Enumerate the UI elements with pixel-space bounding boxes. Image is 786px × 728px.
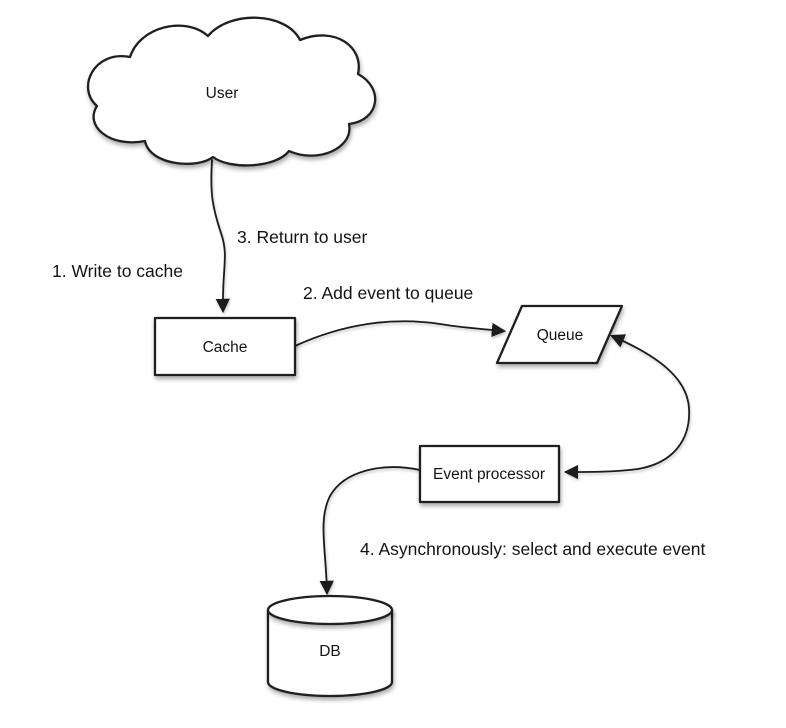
event-processor-label: Event processor — [433, 466, 545, 483]
step3-label: 3. Return to user — [237, 227, 368, 247]
db-label: DB — [319, 643, 341, 660]
cache-box-shape — [153, 316, 297, 377]
cloud-shape — [86, 16, 377, 167]
user-label: User — [206, 85, 239, 102]
db-cylinder-top-shape — [266, 594, 394, 626]
cache-node: Cache — [153, 316, 297, 377]
step1-label: 1. Write to cache — [52, 261, 183, 281]
step4-label: 4. Asynchronously: select and execute ev… — [360, 539, 705, 559]
nodes-layer: User Cache Queue Event processor DB — [86, 16, 624, 698]
db-cylinder-body-shape — [266, 610, 394, 698]
event-processor-node: Event processor — [418, 444, 561, 504]
edge-cache-to-queue-arrow — [294, 320, 507, 347]
labels-layer: 1. Write to cache 2. Add event to queue … — [52, 227, 705, 559]
edges-layer — [210, 159, 690, 596]
step2-label: 2. Add event to queue — [303, 283, 473, 303]
db-node: DB — [266, 594, 394, 698]
edge-event-processor-to-db-arrow — [319, 466, 421, 596]
queue-parallelogram-shape — [495, 304, 624, 365]
queue-label: Queue — [537, 327, 584, 344]
edge-queue-event-processor-arrow — [563, 334, 690, 480]
edge-user-to-cache-arrow — [210, 159, 230, 314]
queue-node: Queue — [495, 304, 624, 365]
cache-label: Cache — [203, 339, 248, 356]
event-processor-box-shape — [418, 444, 561, 504]
user-cloud-node: User — [86, 16, 377, 167]
